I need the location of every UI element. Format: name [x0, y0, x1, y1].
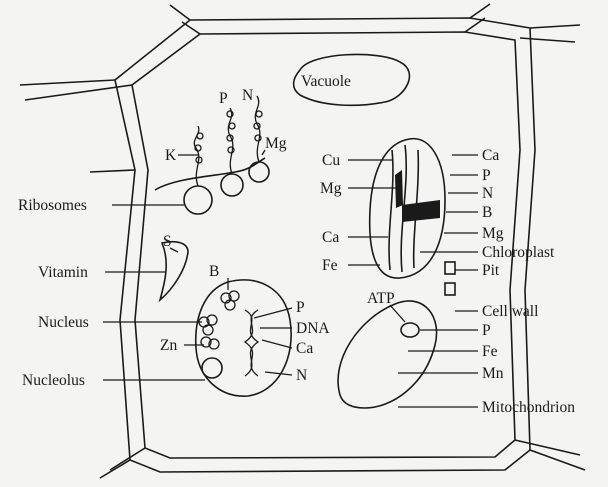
label-nucleus: Nucleus	[38, 314, 89, 331]
label-n-right: N	[482, 185, 493, 202]
label-n-top: N	[242, 87, 253, 104]
label-cu: Cu	[322, 152, 340, 169]
label-s: S	[163, 233, 172, 250]
label-b-right: B	[482, 204, 492, 221]
label-p-right: P	[482, 167, 491, 184]
label-mn-mito: Mn	[482, 365, 504, 382]
label-mg-chloroplast: Mg	[320, 180, 342, 197]
label-zn: Zn	[160, 337, 177, 354]
mitochondrion-shape	[338, 301, 437, 408]
label-fe-mito: Fe	[482, 343, 498, 360]
label-ribosomes: Ribosomes	[18, 197, 87, 214]
label-p-top: P	[219, 90, 228, 107]
label-pit: Pit	[482, 262, 500, 279]
label-k: K	[165, 147, 177, 164]
label-vitamin: Vitamin	[38, 264, 88, 281]
label-mitochondrion: Mitochondrion	[482, 399, 575, 416]
label-ca-right: Ca	[482, 147, 499, 164]
label-p-mito: P	[482, 322, 491, 339]
label-n-dna: N	[296, 367, 307, 384]
label-mg-right: Mg	[482, 225, 504, 242]
pit-shape	[445, 262, 455, 274]
label-chloroplast: Chloroplast	[482, 244, 555, 261]
label-ca-dna: Ca	[296, 340, 313, 357]
label-fe-chloroplast: Fe	[322, 257, 338, 274]
pit-shape-2	[445, 283, 455, 295]
nucleus-shape	[196, 280, 291, 396]
label-ca-chloroplast: Ca	[322, 229, 339, 246]
label-b-nucleus: B	[209, 263, 219, 280]
label-vacuole: Vacuole	[301, 73, 351, 90]
label-mg-top: Mg	[265, 135, 287, 152]
label-atp: ATP	[367, 290, 395, 307]
label-p-dna: P	[296, 299, 305, 316]
label-dna: DNA	[296, 320, 330, 337]
label-cell-wall: Cell wall	[482, 303, 538, 320]
label-nucleolus: Nucleolus	[22, 372, 85, 389]
